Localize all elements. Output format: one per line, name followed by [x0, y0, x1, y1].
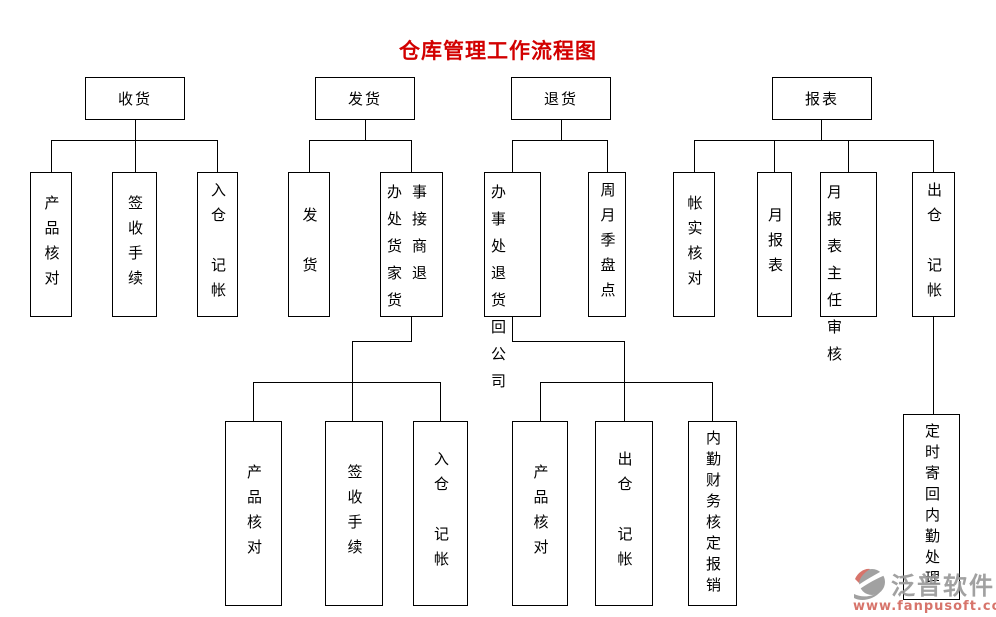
- connector-line: [848, 140, 849, 172]
- node-timed-return-processing: 定时寄回内勤处理: [903, 414, 960, 600]
- connector-line: [512, 317, 513, 341]
- watermark-brand: 泛普软件: [891, 572, 995, 600]
- node-warehouse-in-entry-1: 入仓 记帐: [197, 172, 238, 317]
- connector-line: [411, 140, 412, 172]
- connector-line: [365, 120, 366, 140]
- connector-line: [933, 317, 934, 414]
- connector-line: [135, 120, 136, 140]
- connector-line: [561, 120, 562, 140]
- node-product-check-3: 产品核对: [512, 421, 568, 606]
- connector-line: [309, 140, 412, 141]
- connector-line: [512, 140, 513, 172]
- connector-line: [607, 140, 608, 172]
- connector-line: [309, 140, 310, 172]
- connector-line: [440, 382, 441, 421]
- node-sign-procedure-2: 签收手续: [325, 421, 383, 606]
- connector-line: [933, 140, 934, 172]
- connector-line: [694, 140, 934, 141]
- connector-line: [253, 382, 254, 421]
- connector-line: [253, 382, 441, 383]
- node-warehouse-out-entry-2: 出仓 记帐: [595, 421, 653, 606]
- connector-line: [540, 382, 713, 383]
- watermark-url: www.fanpusoft.com: [853, 599, 996, 614]
- fanpu-logo-icon: [854, 567, 888, 600]
- connector-line: [411, 317, 412, 341]
- connector-line: [352, 341, 353, 421]
- connector-line: [512, 140, 608, 141]
- node-receiving: 收货: [85, 77, 185, 120]
- node-account-verify: 帐实核对: [673, 172, 715, 317]
- node-office-return-to-company: 办事处退货回公司: [484, 172, 541, 390]
- connector-line: [694, 140, 695, 172]
- node-ship-goods: 发 货: [288, 172, 330, 317]
- connector-line: [51, 140, 52, 172]
- node-monthly-report: 月报表: [757, 172, 792, 317]
- node-reports: 报表: [772, 77, 872, 120]
- connector-line: [512, 341, 625, 342]
- connector-line: [51, 140, 218, 141]
- connector-line: [774, 140, 775, 172]
- node-product-check-1: 产品核对: [30, 172, 72, 317]
- connector-line: [217, 140, 218, 172]
- node-returns: 退货: [511, 77, 611, 120]
- node-warehouse-in-entry-2: 入仓 记帐: [413, 421, 468, 606]
- node-office-finance-audit: 内勤财务核定报销: [688, 421, 737, 606]
- connector-line: [821, 120, 822, 140]
- connector-line: [540, 382, 541, 421]
- node-sign-procedure-1: 签收手续: [112, 172, 157, 317]
- node-report-director-review: 月报表主任审核: [820, 172, 877, 363]
- diagram-title: 仓库管理工作流程图: [399, 39, 597, 63]
- node-shipping: 发货: [315, 77, 415, 120]
- node-office-receive-merchant-return: 办事处接货商家退货: [380, 172, 443, 317]
- connector-line: [712, 382, 713, 421]
- connector-line: [624, 341, 625, 421]
- watermark: 泛普软件 www.fanpusoft.com: [853, 566, 996, 614]
- node-period-inventory: 周月季盘点: [588, 172, 626, 317]
- node-product-check-2: 产品核对: [225, 421, 282, 606]
- connector-line: [352, 341, 412, 342]
- node-warehouse-out-entry-1: 出仓 记帐: [912, 172, 955, 317]
- connector-line: [135, 140, 136, 172]
